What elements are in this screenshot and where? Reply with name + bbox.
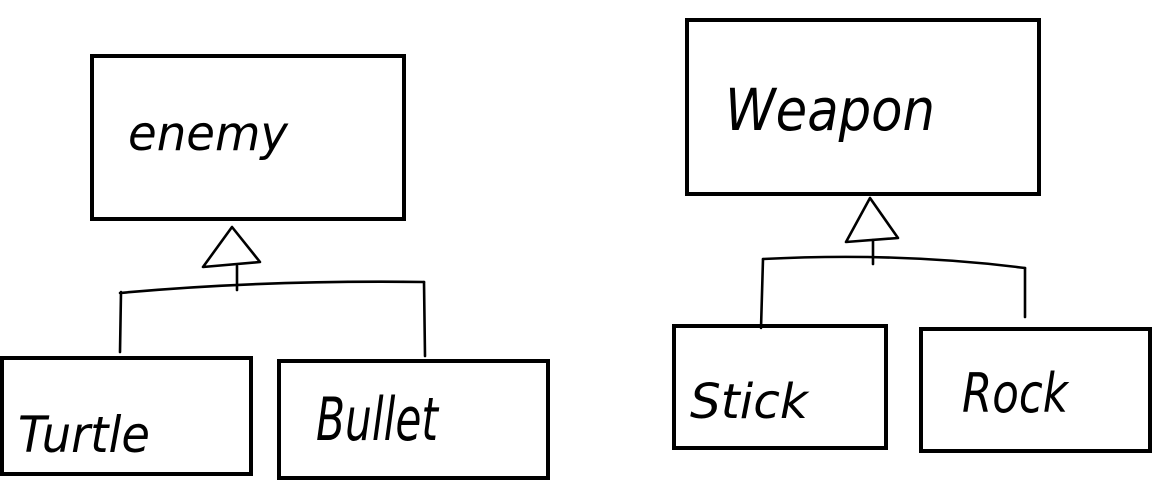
inheritance-arrowhead-enemy [201,225,262,269]
inheritance-tree-weapon: Weapon Stick Rock [672,18,1152,453]
class-box-weapon [685,18,1041,196]
inheritance-branch-turtle [118,290,123,354]
class-label-weapon: Weapon [725,76,935,144]
inheritance-branch-bullet [422,280,427,358]
class-box-rock [919,327,1152,453]
inheritance-arrowhead-weapon [844,196,900,244]
class-box-turtle [0,356,253,476]
inheritance-bar-weapon [761,255,1027,270]
class-label-enemy: enemy [128,106,289,162]
inheritance-bar-enemy [118,280,426,295]
class-box-bullet [277,359,550,480]
class-box-enemy [90,54,406,221]
class-label-rock: Rock [962,362,1070,425]
class-label-turtle: Turtle [18,406,150,464]
class-box-stick [672,324,888,450]
class-label-stick: Stick [690,374,810,430]
class-label-bullet: Bullet [316,385,440,455]
inheritance-tree-enemy: enemy Turtle Bullet [0,54,550,480]
inheritance-branch-stick [759,257,765,330]
